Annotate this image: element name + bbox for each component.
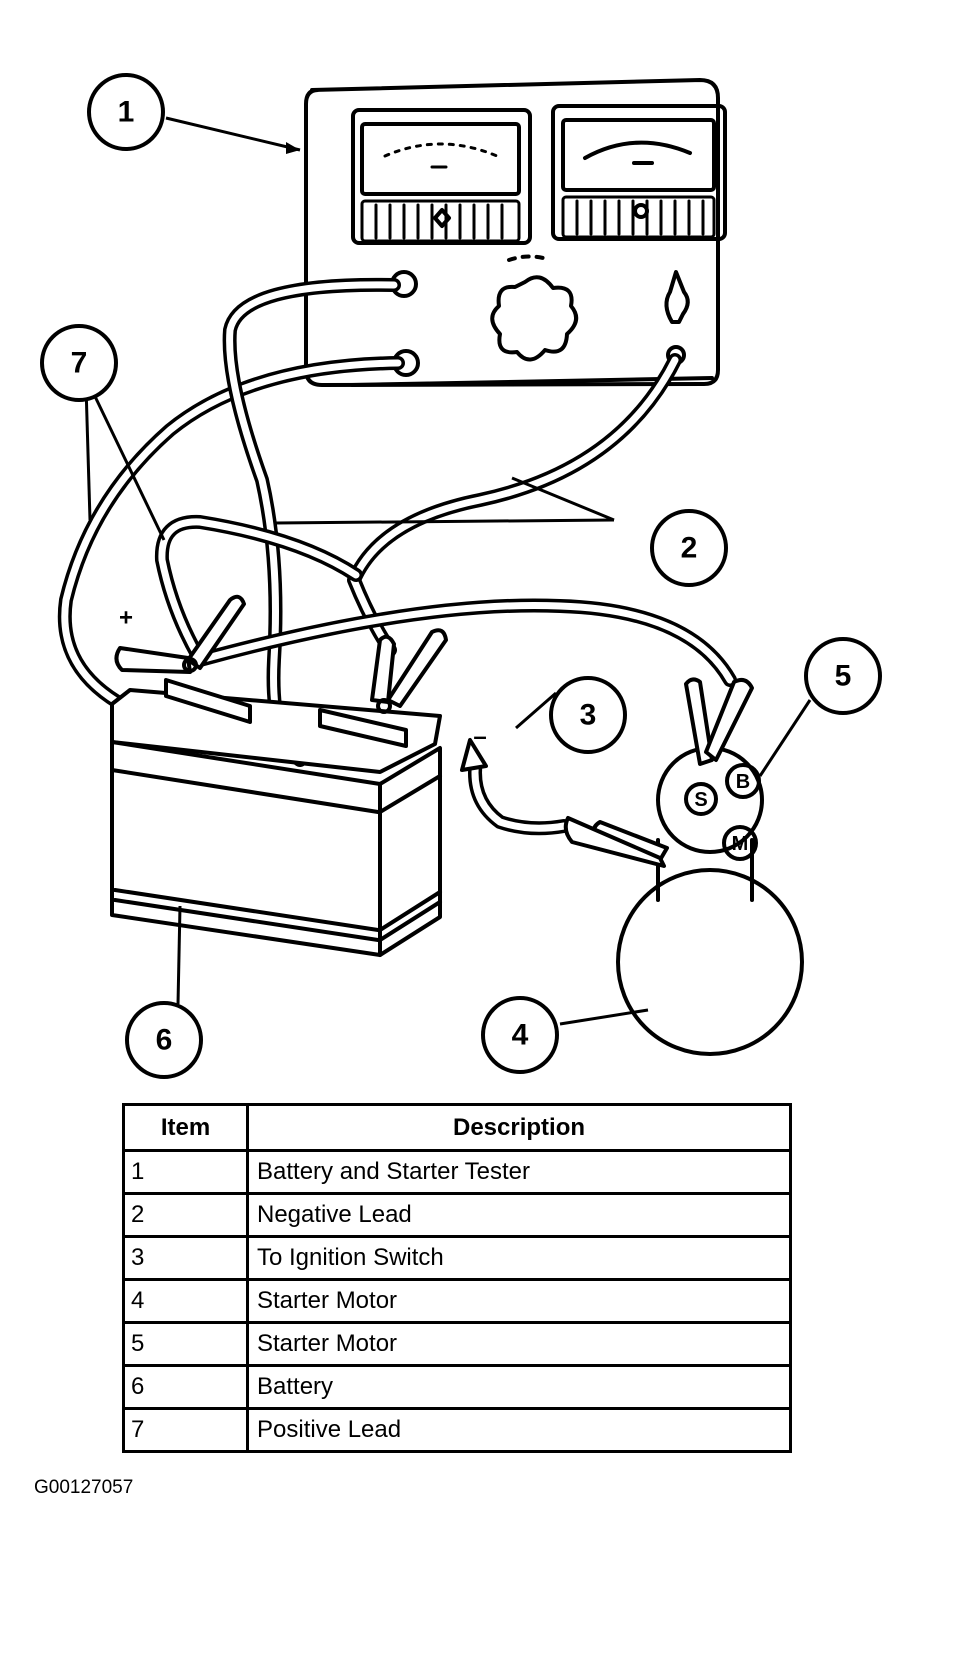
ignition-lead-arrow-icon — [460, 738, 488, 772]
leader-1 — [165, 116, 301, 152]
leader-4 — [559, 1008, 649, 1026]
svg-text:4: 4 — [512, 1019, 529, 1052]
callout-5: 5 — [804, 637, 882, 715]
legend-item-number: 7 — [122, 1407, 249, 1453]
leader-2b — [511, 476, 615, 522]
legend-row: 3 To Ignition Switch — [122, 1235, 792, 1281]
voltmeter-gauge — [351, 108, 532, 245]
leader-7a — [84, 385, 92, 521]
starter-motor-body — [616, 868, 804, 1056]
svg-text:3: 3 — [580, 699, 597, 732]
leader-6 — [176, 905, 182, 1005]
battery-positive-post — [164, 678, 252, 724]
legend-row: 1 Battery and Starter Tester — [122, 1149, 792, 1195]
legend-item-number: 4 — [122, 1278, 249, 1324]
legend-item-number: 3 — [122, 1235, 249, 1281]
terminal-b-label: B — [736, 771, 750, 793]
svg-text:7: 7 — [71, 347, 88, 380]
battery-clamps — [114, 594, 448, 714]
svg-text:1: 1 — [118, 96, 135, 129]
legend-item-number: 2 — [122, 1192, 249, 1238]
test-cables — [57, 277, 737, 836]
negative-polarity-mark: – — [473, 724, 486, 751]
ignition-switch-lead — [468, 753, 571, 836]
legend-row: 2 Negative Lead — [122, 1192, 792, 1238]
leader-7b — [88, 385, 166, 541]
battery-starter-tester — [304, 78, 727, 387]
legend-item-description: Starter Motor — [246, 1278, 792, 1324]
callout-leaders — [84, 116, 812, 1026]
legend-header-item: Item — [122, 1103, 249, 1152]
legend-item-description: Battery and Starter Tester — [246, 1149, 792, 1195]
svg-text:5: 5 — [835, 660, 852, 693]
negative-clamp-handle — [370, 634, 396, 704]
legend-item-description: Positive Lead — [246, 1407, 792, 1453]
battery — [110, 678, 442, 957]
terminal-b — [725, 763, 761, 799]
legend-row: 6 Battery — [122, 1364, 792, 1410]
callout-3: 3 — [549, 676, 627, 754]
legend-item-number: 6 — [122, 1364, 249, 1410]
tester-housing — [304, 78, 720, 387]
legend-item-description: Negative Lead — [246, 1192, 792, 1238]
voltmeter-scale-slots — [360, 199, 521, 243]
wiring-diagram: + – B S M 1 2 — [40, 73, 882, 1079]
positive-clamp-handle-left — [114, 646, 192, 674]
figure-id: G00127057 — [34, 1477, 134, 1498]
legend-item-description: Starter Motor — [246, 1321, 792, 1367]
legend-row: 7 Positive Lead — [122, 1407, 792, 1453]
callout-4: 4 — [481, 996, 559, 1074]
positive-clamp-handle-right — [186, 594, 246, 670]
callout-2: 2 — [650, 509, 728, 587]
callout-6: 6 — [125, 1001, 203, 1079]
leader-5 — [758, 699, 812, 777]
legend-item-description: To Ignition Switch — [246, 1235, 792, 1281]
starter-b-clamp-handle-right — [704, 678, 754, 762]
legend-header-row: Item Description — [122, 1103, 792, 1152]
starter-s-clamp-handle-lower — [563, 816, 666, 868]
positive-polarity-mark: + — [119, 605, 133, 632]
ammeter-needle-pivot-icon — [633, 203, 649, 219]
terminal-m-label: M — [732, 833, 749, 855]
negative-clamp-handle-right — [386, 628, 448, 708]
load-control-knob[interactable] — [490, 254, 579, 362]
terminal-m — [722, 825, 758, 861]
voltmeter-needle-pivot-icon — [433, 208, 451, 228]
leader-2a — [275, 518, 615, 525]
legend-row: 4 Starter Motor — [122, 1278, 792, 1324]
svg-text:2: 2 — [681, 532, 698, 565]
starter-motor: B S M — [563, 677, 804, 1056]
legend-item-number: 1 — [122, 1149, 249, 1195]
legend-table: Item Description 1 Battery and Starter T… — [122, 1103, 792, 1453]
selector-switch[interactable] — [664, 270, 690, 324]
legend-item-description: Battery — [246, 1364, 792, 1410]
tester-base-line — [350, 376, 714, 387]
legend-row: 5 Starter Motor — [122, 1321, 792, 1367]
svg-text:6: 6 — [156, 1024, 173, 1057]
leader-3 — [515, 691, 557, 730]
battery-negative-post — [318, 708, 408, 748]
terminal-s-label: S — [694, 789, 707, 811]
terminal-s — [684, 782, 718, 816]
callout-7: 7 — [40, 324, 118, 402]
ammeter-gauge — [551, 104, 727, 241]
legend-item-number: 5 — [122, 1321, 249, 1367]
legend-header-description: Description — [246, 1103, 792, 1152]
callout-1: 1 — [87, 73, 165, 151]
